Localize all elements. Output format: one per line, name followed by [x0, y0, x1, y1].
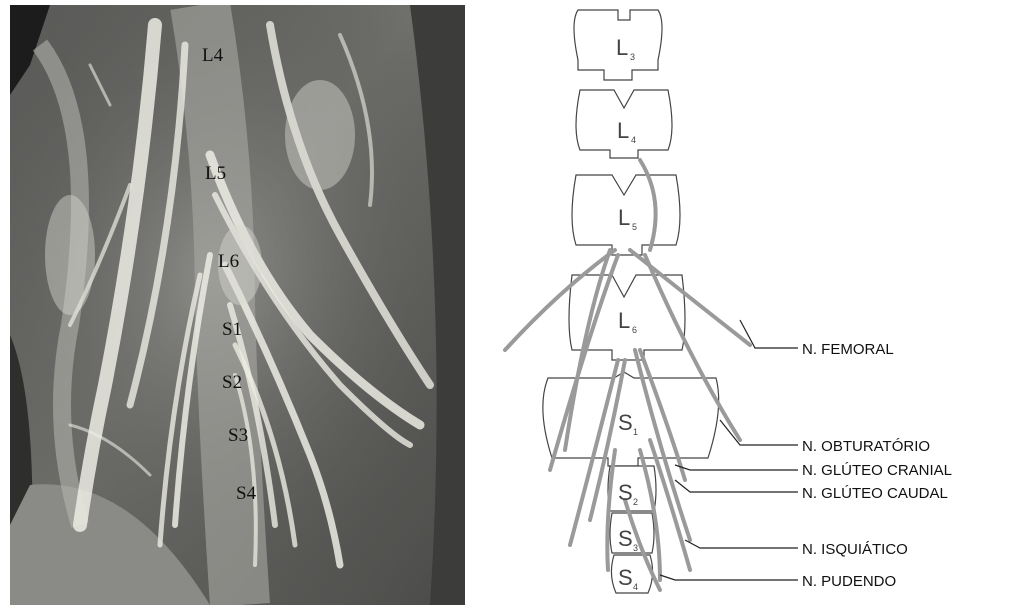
nerve-label-isquiatico: N. ISQUIÁTICO	[802, 541, 908, 558]
svg-text:3: 3	[630, 52, 635, 62]
svg-text:2: 2	[633, 497, 638, 507]
nerve-label-obturatorio: N. OBTURATÓRIO	[802, 438, 930, 455]
photo-canvas: L4 L5 L6 S1 S2 S3 S4	[10, 5, 465, 605]
diagram-canvas: L 3 L 4 L 5 L 6 S 1 S 2 S 3 S 4	[490, 0, 1022, 609]
photo-label-s3: S3	[228, 425, 248, 446]
svg-text:3: 3	[633, 543, 638, 553]
vertebra-label-s4: S	[618, 565, 633, 590]
vertebra-label-l6: L	[618, 308, 630, 333]
svg-text:6: 6	[632, 325, 637, 335]
vertebra-label-s3: S	[618, 526, 633, 551]
photo-label-l6: L6	[218, 251, 239, 272]
nerve-label-pudendo: N. PUDENDO	[802, 573, 896, 590]
svg-text:4: 4	[631, 135, 636, 145]
photo-label-l5: L5	[205, 163, 226, 184]
vertebra-label-s2: S	[618, 480, 633, 505]
photo-label-l4: L4	[202, 45, 224, 66]
photo-label-s2: S2	[222, 372, 242, 393]
vertebra-label-l4: L	[617, 118, 629, 143]
nerve-label-gluteo-cranial: N. GLÚTEO CRANIAL	[802, 462, 952, 479]
photo-label-s1: S1	[222, 319, 242, 340]
nerve-labels: N. FEMORAL N. OBTURATÓRIO N. GLÚTEO CRAN…	[802, 341, 952, 590]
svg-text:5: 5	[632, 222, 637, 232]
lumbosacral-plexus-diagram: L 3 L 4 L 5 L 6 S 1 S 2 S 3 S 4	[490, 0, 1022, 609]
nerve-label-gluteo-caudal: N. GLÚTEO CAUDAL	[802, 485, 948, 502]
svg-text:1: 1	[633, 427, 638, 437]
vertebra-label-l5: L	[618, 205, 630, 230]
svg-text:4: 4	[633, 582, 638, 592]
photo-label-s4: S4	[236, 483, 257, 504]
anatomy-photo: L4 L5 L6 S1 S2 S3 S4	[10, 5, 465, 605]
spinal-column-tissue	[200, 5, 240, 605]
vertebra-label-s1: S	[618, 410, 633, 435]
nerve-label-femoral: N. FEMORAL	[802, 341, 894, 358]
vertebra-label-l3: L	[616, 35, 628, 60]
